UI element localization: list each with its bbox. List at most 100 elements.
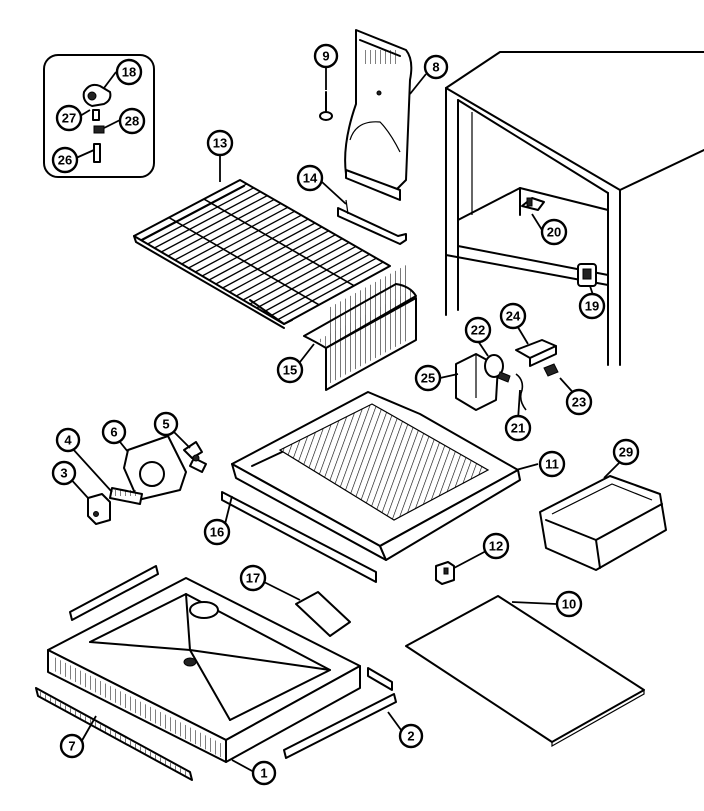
callout-26: 26 <box>51 146 79 174</box>
svg-text:1: 1 <box>260 766 267 781</box>
callout-25: 25 <box>414 364 442 392</box>
callout-21: 21 <box>504 414 532 442</box>
cabinet-outline <box>445 51 704 366</box>
shelf-wire-rod <box>188 210 295 269</box>
thermostat-part <box>87 493 111 525</box>
svg-text:28: 28 <box>125 114 139 129</box>
callout-2: 2 <box>398 723 424 749</box>
callout-19: 19 <box>578 292 606 320</box>
shelf-wire-rod <box>276 261 384 321</box>
callout-11: 11 <box>538 450 566 478</box>
shelf-bracket-part <box>521 197 545 211</box>
svg-text:20: 20 <box>547 225 561 240</box>
svg-text:19: 19 <box>585 299 599 314</box>
svg-text:21: 21 <box>511 421 525 436</box>
callout-4: 4 <box>55 427 81 453</box>
svg-text:3: 3 <box>60 466 67 481</box>
shelf-wire-rod <box>167 198 275 257</box>
shelf-wire-rod <box>270 257 377 317</box>
svg-text:18: 18 <box>122 65 136 80</box>
svg-text:23: 23 <box>572 395 586 410</box>
light-assembly <box>455 339 559 411</box>
shelf-wire-rod <box>208 222 316 281</box>
side-rail-parts <box>35 565 397 781</box>
callout-18: 18 <box>115 58 143 86</box>
shelf-wire-rod <box>147 187 254 245</box>
shelf-wire-rod <box>222 230 329 289</box>
fan-assembly <box>87 435 207 525</box>
callout-17: 17 <box>239 564 267 592</box>
callout-8: 8 <box>423 54 449 80</box>
screw-part <box>319 91 333 121</box>
svg-text:14: 14 <box>303 171 318 186</box>
svg-text:24: 24 <box>506 309 521 324</box>
callout-13: 13 <box>206 129 234 157</box>
drain-cover-part <box>295 591 351 637</box>
shelf-wire-rod <box>249 245 357 305</box>
wire-shelf-part <box>133 179 391 329</box>
svg-text:16: 16 <box>210 525 224 540</box>
svg-text:8: 8 <box>432 60 439 75</box>
svg-text:13: 13 <box>213 136 227 151</box>
svg-text:15: 15 <box>283 363 297 378</box>
front-rail-part <box>221 491 377 583</box>
shelf-wire-rod <box>242 241 350 301</box>
base-pan-part <box>47 577 361 763</box>
inset-detail-box <box>43 54 155 178</box>
shelf-wire-rod <box>140 183 248 241</box>
callout-15: 15 <box>276 356 304 384</box>
shelf-wire-rod <box>201 218 309 277</box>
callout-24: 24 <box>499 302 527 330</box>
switch-part <box>577 263 597 287</box>
svg-text:29: 29 <box>619 445 633 460</box>
callout-12: 12 <box>482 532 510 560</box>
svg-text:9: 9 <box>322 49 329 64</box>
glass-shelf-part <box>405 595 645 748</box>
crisper-frame-part <box>231 391 521 561</box>
callout-28: 28 <box>118 107 146 135</box>
shelf-wire-rod <box>263 253 370 313</box>
crisper-cover-part <box>303 262 417 391</box>
shelf-wire-rod <box>160 195 268 253</box>
svg-text:27: 27 <box>62 111 76 126</box>
callout-23: 23 <box>565 388 593 416</box>
callout-16: 16 <box>203 518 231 546</box>
svg-text:10: 10 <box>562 597 576 612</box>
callout-7: 7 <box>59 733 85 759</box>
shelf-wire-rod <box>195 214 302 273</box>
callout-1: 1 <box>251 760 277 786</box>
shelf-wire-rod <box>256 249 364 309</box>
svg-text:2: 2 <box>407 729 414 744</box>
shelf-wire-rod <box>174 202 282 261</box>
svg-text:17: 17 <box>246 571 260 586</box>
clip-part <box>435 561 455 585</box>
callout-22: 22 <box>464 316 492 344</box>
svg-text:26: 26 <box>58 153 72 168</box>
svg-text:6: 6 <box>110 425 117 440</box>
svg-text:11: 11 <box>545 457 559 472</box>
control-panel-part <box>344 29 413 201</box>
callout-10: 10 <box>555 590 583 618</box>
svg-text:22: 22 <box>471 323 485 338</box>
shelf-cross-rod <box>203 198 355 287</box>
dairy-bin-part <box>539 475 667 571</box>
svg-text:4: 4 <box>64 433 72 448</box>
shelf-cross-rod <box>168 216 320 306</box>
shelf-support-bracket-part <box>337 199 407 245</box>
shelf-wire-rod <box>229 234 336 293</box>
light-bulb-part <box>484 354 504 378</box>
callout-9: 9 <box>313 43 339 69</box>
callout-27: 27 <box>55 104 83 132</box>
callout-3: 3 <box>51 460 77 486</box>
fastener-part <box>92 109 105 163</box>
callout-5: 5 <box>153 411 179 437</box>
callout-6: 6 <box>101 419 127 445</box>
callout-14: 14 <box>296 164 324 192</box>
shelf-wire-rod <box>181 206 289 265</box>
shelf-wire-rod <box>235 238 343 297</box>
svg-text:5: 5 <box>162 417 169 432</box>
svg-text:12: 12 <box>489 539 503 554</box>
callout-29: 29 <box>612 438 640 466</box>
callout-20: 20 <box>540 218 568 246</box>
